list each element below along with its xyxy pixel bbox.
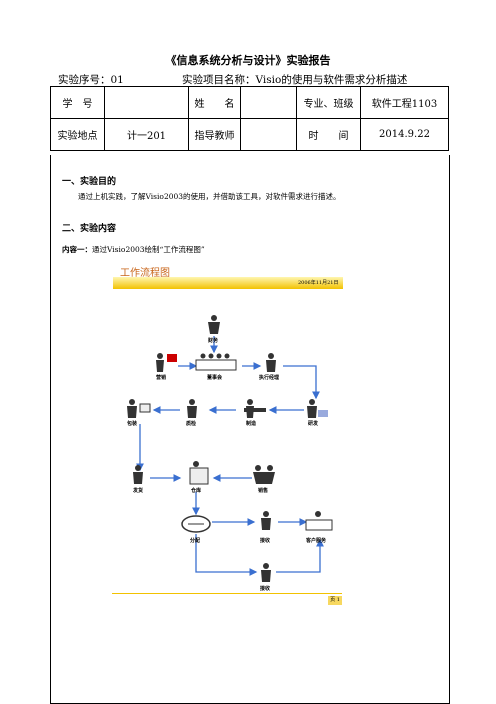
quality-check-icon xyxy=(187,399,197,418)
node-label-executive: 执行经理 xyxy=(259,375,280,381)
figure-date: 2006年11月21日 xyxy=(298,280,339,286)
name-value xyxy=(240,86,297,119)
node-label-warehouse: 仓库 xyxy=(191,488,202,494)
node-label-board: 董事会 xyxy=(207,375,223,381)
node-label-finance: 财务 xyxy=(208,338,219,344)
distribution-icon xyxy=(181,515,211,533)
finance-person-icon xyxy=(208,315,220,334)
project-name: 实验项目名称：Visio的使用与软件需求分析描述 xyxy=(182,74,408,86)
connector-arrow xyxy=(195,534,258,576)
receiving-icon xyxy=(261,511,271,530)
figure-title: 工作流程图 xyxy=(120,268,170,279)
section-title-content: 二、实验内容 xyxy=(62,224,117,234)
purpose-text: 通过上机实践，了解Visio2003的使用，并借助该工具，对软件需求进行描述。 xyxy=(78,192,341,201)
time-label: 时 间 xyxy=(296,118,361,151)
time-value: 2014.9.22 xyxy=(360,118,449,151)
node-label-marketing: 营销 xyxy=(156,375,167,381)
table-row: 学 号 姓 名 专业、班级 软件工程1103 xyxy=(50,86,449,119)
node-label-research: 研发 xyxy=(308,421,319,427)
manufacturing-icon xyxy=(244,399,266,418)
content-one: 内容一：通过Visio2003绘制“工作流程图” xyxy=(62,244,205,255)
location-label: 实验地点 xyxy=(50,118,105,151)
node-label-quality: 质检 xyxy=(186,421,197,427)
sales-icon xyxy=(253,465,275,484)
content-one-label: 内容一： xyxy=(62,245,92,254)
marketing-icon xyxy=(156,353,177,372)
info-table: 学 号 姓 名 专业、班级 软件工程1103 实验地点 计一201 指导教师 时… xyxy=(50,86,449,151)
figure-header-bar xyxy=(113,277,343,289)
location-value: 计一201 xyxy=(104,118,189,151)
figure-footer-line xyxy=(112,593,342,594)
executive-manager-icon xyxy=(266,353,276,372)
experiment-sequence: 实验序号：01 xyxy=(58,74,124,86)
figure-page-number: 页 1 xyxy=(328,596,342,605)
node-label-shipping: 发货 xyxy=(133,488,144,494)
content-one-text: 通过Visio2003绘制“工作流程图” xyxy=(92,245,205,254)
node-label-manufacturing: 制造 xyxy=(246,421,257,427)
document-title: 《信息系统分析与设计》实验报告 xyxy=(165,54,331,67)
receiving-icon xyxy=(261,563,271,582)
table-row: 实验地点 计一201 指导教师 时 间 2014.9.22 xyxy=(50,118,449,151)
customer-service-icon xyxy=(305,511,333,531)
major-class-value: 软件工程1103 xyxy=(360,86,449,119)
board-meeting-icon xyxy=(195,353,237,371)
node-label-sales: 销售 xyxy=(258,488,269,494)
connector-arrow xyxy=(276,538,324,573)
connector-arrow xyxy=(283,365,320,400)
research-icon xyxy=(307,399,328,418)
node-label-customer-service: 客户服务 xyxy=(306,538,327,544)
node-label-distribution: 分配 xyxy=(190,538,201,544)
node-label-receiving-2: 接收 xyxy=(260,586,271,592)
packaging-icon xyxy=(127,399,151,418)
node-label-packaging: 包装 xyxy=(127,421,138,427)
shipping-icon xyxy=(133,465,143,484)
section-title-purpose: 一、实验目的 xyxy=(62,177,117,187)
node-label-receiving: 接收 xyxy=(260,538,271,544)
major-class-label: 专业、班级 xyxy=(296,86,361,119)
warehouse-icon xyxy=(189,461,209,485)
teacher-label: 指导教师 xyxy=(188,118,241,151)
